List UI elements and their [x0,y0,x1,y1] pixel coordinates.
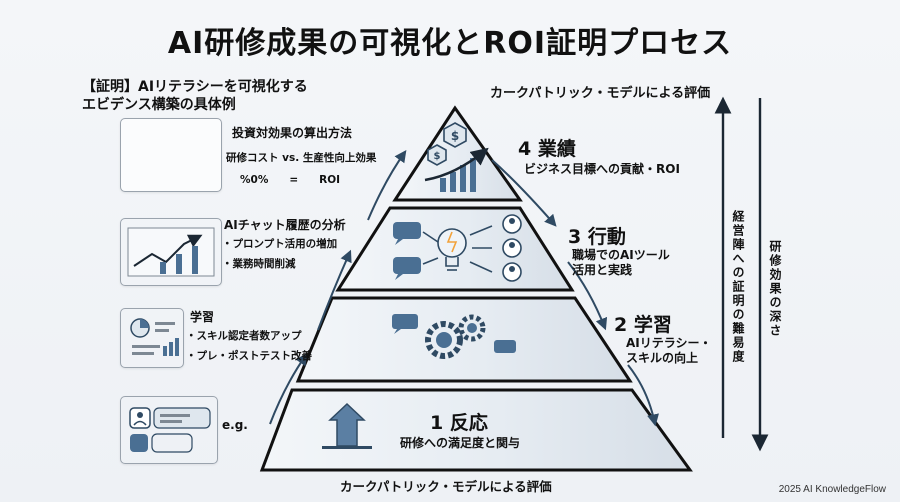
evidence-card-chat-analysis [120,218,222,286]
evidence-card-learning [120,308,184,368]
bottom-caption: カークパトリック・モデルによる評価 [340,479,552,494]
pyramid-tier-2 [295,296,633,383]
level-2-label: 2 学習 [614,314,672,336]
evidence-line-learning-2: ・プレ・ポストテスト改善 [186,350,312,362]
level-2-desc: AIリテラシー・ スキルの向上 [626,336,712,366]
level-1-label: 1 反応 [430,412,488,434]
dashboard-icon [130,318,179,356]
level-3-desc-line2: 活用と実践 [572,263,633,277]
level-2-desc-line2: スキルの向上 [626,351,699,365]
model-heading: カークパトリック・モデルによる評価 [490,86,711,101]
right-flow-arrows [491,159,659,427]
evidence-card-roi [120,118,222,192]
level-4-desc: ビジネス目標への貢献・ROI [524,162,680,176]
gears-chat-icon [392,314,516,359]
line-chart-icon [127,227,215,277]
evidence-card-reaction [120,396,218,464]
lightbulb-network-icon [393,214,522,282]
evidence-title-reaction: e.g. [222,418,248,432]
svg-text:$: $ [451,129,459,143]
level-3-label: 3 行動 [568,226,626,248]
evidence-heading-line2: エビデンス構築の具体例 [82,97,236,113]
evidence-line-chat-1: ・プロンプト活用の増加 [222,238,338,250]
svg-text:$: $ [434,151,441,162]
pyramid-tier-4 [392,105,523,202]
evidence-heading: 【証明】AIリテラシーを可視化する エビデンス構築の具体例 [82,78,308,114]
level-3-desc-line1: 職場でのAIツール [572,248,670,262]
evidence-line-learning-1: ・スキル認定者数アップ [186,330,302,342]
evidence-line-roi-2: %0% = ROI [240,174,341,186]
depth-label: 研修効果の深さ [768,240,782,338]
evidence-heading-line1: 【証明】AIリテラシーを可視化する [82,79,308,95]
level-3-desc: 職場でのAIツール 活用と実践 [572,248,670,278]
level-2-desc-line1: AIリテラシー・ [626,336,712,350]
growth-dollar-icon: $ $ [424,122,489,192]
footer-credit: 2025 AI KnowledgeFlow [778,484,886,495]
evidence-title-roi: 投資対効果の算出方法 [232,126,353,140]
level-1-desc: 研修への満足度と関与 [400,436,521,450]
up-arrow-icon [322,402,372,449]
left-flow-arrows [269,150,407,425]
level-4-label: 4 業績 [518,138,576,160]
evidence-title-chat: AIチャット履歴の分析 [224,218,346,232]
evidence-line-chat-2: ・業務時間削減 [222,258,296,270]
evidence-title-learning: 学習 [190,310,215,324]
page-title: AI研修成果の可視化とROI証明プロセス [167,26,733,61]
pyramid-tier-1 [259,388,693,472]
evidence-line-roi-1: 研修コスト vs. 生産性向上効果 [226,152,377,164]
difficulty-label: 経営陣への証明の難易度 [731,210,745,364]
chat-survey-icon [129,407,211,453]
